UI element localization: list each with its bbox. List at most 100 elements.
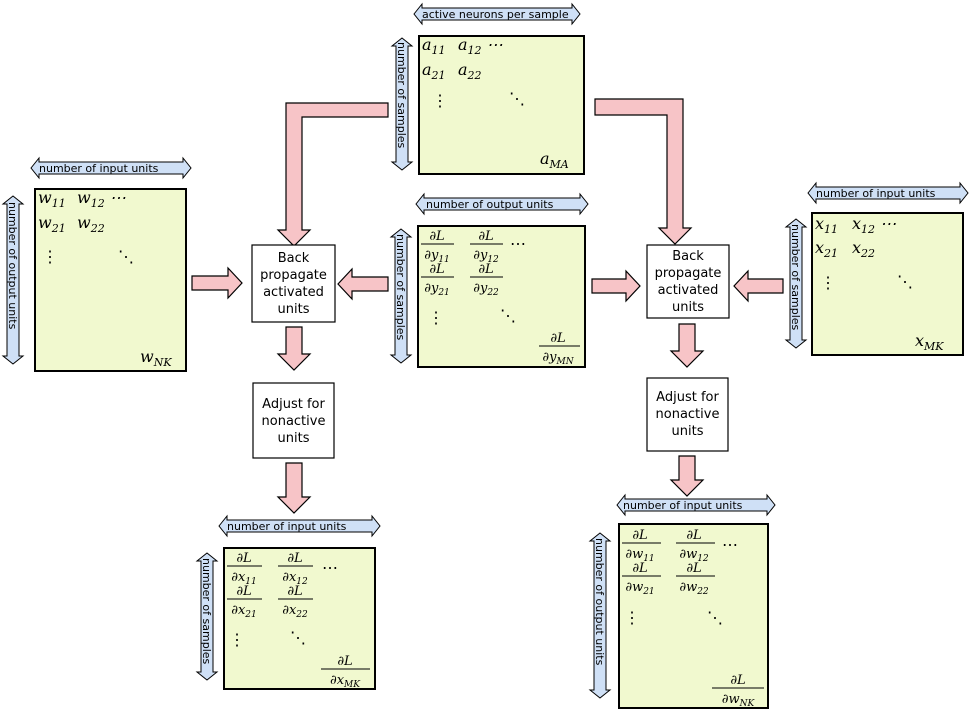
svg-text:⋯: ⋯	[722, 535, 738, 554]
svg-text:∂L: ∂L	[632, 528, 647, 543]
svg-text:∂L: ∂L	[429, 229, 444, 244]
svg-text:number of input units: number of input units	[227, 520, 347, 533]
svg-text:∂wNK: ∂wNK	[722, 692, 756, 709]
dim-arrow-samples-dx: number of samples	[195, 552, 219, 681]
svg-text:x12 ⋯: x12 ⋯	[852, 214, 896, 236]
svg-text:Adjust for: Adjust for	[656, 390, 719, 405]
svg-text:∂y11: ∂y11	[424, 248, 450, 265]
svg-text:Back: Back	[672, 249, 704, 264]
svg-text:⋱: ⋱	[290, 628, 306, 647]
svg-text:number of output units: number of output units	[426, 198, 554, 211]
elbow-arrow-left	[276, 102, 389, 247]
svg-text:propagate: propagate	[260, 268, 327, 283]
svg-text:∂L: ∂L	[478, 262, 493, 277]
svg-text:∂y22: ∂y22	[473, 281, 499, 298]
svg-text:w11: w11	[38, 188, 66, 210]
backprop-box-left: Back propagate activated units	[251, 244, 336, 323]
svg-text:∂w12: ∂w12	[679, 547, 709, 564]
svg-text:∂x21: ∂x21	[231, 603, 257, 620]
svg-text:w21: w21	[38, 213, 66, 235]
svg-text:x22: x22	[852, 238, 875, 260]
svg-text:a21: a21	[422, 60, 446, 82]
arrow-adjust-right-down	[669, 455, 705, 497]
svg-text:units: units	[672, 424, 704, 439]
dim-arrow-output-units-dy: number of output units	[415, 192, 589, 216]
svg-text:∂w22: ∂w22	[679, 580, 709, 597]
svg-text:∂L: ∂L	[686, 561, 701, 576]
svg-text:a12 ⋯: a12 ⋯	[458, 35, 503, 57]
svg-text:∂x22: ∂x22	[282, 603, 308, 620]
svg-text:number of output units: number of output units	[6, 202, 19, 330]
matrix-dl-dx: ∂L ∂x11 ∂L ∂x12 ⋯ ∂L ∂x21 ∂L ∂x22 ⋮ ⋱ ∂L…	[223, 547, 376, 690]
svg-text:number of input units: number of input units	[623, 499, 743, 512]
svg-text:⋯: ⋯	[510, 234, 526, 253]
arrow-x-to-backprop	[733, 269, 784, 303]
svg-text:number of samples: number of samples	[789, 224, 802, 331]
svg-text:⋮: ⋮	[624, 608, 640, 627]
svg-text:∂w11: ∂w11	[625, 547, 654, 564]
svg-text:∂L: ∂L	[550, 331, 565, 346]
svg-text:units: units	[672, 300, 704, 315]
svg-text:∂x11: ∂x11	[231, 570, 257, 587]
svg-text:∂L: ∂L	[287, 551, 302, 566]
svg-text:nonactive: nonactive	[262, 414, 326, 429]
svg-text:Back: Back	[278, 251, 310, 266]
matrix-dl-dw: ∂L ∂w11 ∂L ∂w12 ⋯ ∂L ∂w21 ∂L ∂w22 ⋮ ⋱ ∂L…	[618, 523, 769, 709]
dim-arrow-input-units-dx: number of input units	[218, 514, 381, 538]
svg-text:∂L: ∂L	[730, 673, 745, 688]
dim-arrow-output-units-w: number of output units	[1, 195, 25, 365]
svg-text:∂xMK: ∂xMK	[330, 673, 361, 690]
svg-text:a11: a11	[422, 35, 446, 57]
arrow-backprop-right-down	[669, 323, 705, 368]
svg-text:w22: w22	[77, 213, 105, 235]
svg-text:∂y12: ∂y12	[473, 248, 499, 265]
dim-arrow-input-units-x: number of input units	[807, 181, 969, 205]
svg-text:units: units	[278, 302, 310, 317]
svg-text:⋯: ⋯	[322, 558, 338, 577]
svg-text:∂w21: ∂w21	[625, 580, 654, 597]
svg-text:units: units	[278, 431, 310, 446]
svg-text:x21: x21	[815, 238, 838, 260]
svg-text:∂L: ∂L	[236, 551, 251, 566]
svg-text:active neurons per sample: active neurons per sample	[422, 8, 569, 21]
matrix-w: w11 w12 ⋯ w21 w22 ⋮ ⋱ wNK	[34, 188, 187, 372]
svg-text:number of samples: number of samples	[395, 42, 408, 149]
arrow-adjust-left-down	[276, 462, 312, 514]
svg-text:⋱: ⋱	[897, 272, 913, 291]
svg-text:number of input units: number of input units	[39, 162, 159, 175]
svg-text:∂yMN: ∂yMN	[542, 350, 574, 367]
svg-text:number of samples: number of samples	[394, 234, 407, 341]
dim-arrow-input-units-w: number of input units	[30, 156, 192, 180]
adjust-box-left: Adjust for nonactive units	[252, 382, 335, 459]
svg-text:a22: a22	[458, 60, 482, 82]
backprop-box-right: Back propagate activated units	[646, 244, 730, 319]
svg-text:⋮: ⋮	[820, 273, 836, 292]
svg-text:Adjust for: Adjust for	[262, 397, 325, 412]
svg-text:w12 ⋯: w12 ⋯	[77, 188, 126, 210]
svg-text:propagate: propagate	[655, 266, 722, 281]
svg-text:⋮: ⋮	[428, 308, 444, 327]
svg-text:⋮: ⋮	[229, 630, 245, 649]
svg-text:⋱: ⋱	[707, 608, 723, 627]
svg-text:⋮: ⋮	[42, 247, 58, 266]
svg-text:⋮: ⋮	[432, 91, 448, 110]
dim-arrow-input-units-dw: number of input units	[616, 493, 776, 517]
arrow-dy-to-backprop-left	[337, 267, 389, 301]
svg-text:⋱: ⋱	[509, 89, 525, 108]
arrow-w-to-backprop	[191, 266, 243, 300]
svg-text:wNK: wNK	[140, 347, 172, 369]
svg-text:activated: activated	[263, 285, 324, 300]
dim-arrow-samples-a: number of samples	[390, 37, 414, 171]
matrix-x: x11 x12 ⋯ x21 x22 ⋮ ⋱ xMK	[811, 212, 964, 356]
svg-text:⋱: ⋱	[500, 306, 516, 325]
matrix-a: a11 a12 ⋯ a21 a22 ⋮ ⋱ aMA	[418, 35, 585, 175]
svg-text:x11: x11	[815, 214, 838, 236]
svg-text:∂L: ∂L	[478, 229, 493, 244]
svg-text:∂L: ∂L	[287, 584, 302, 599]
arrow-backprop-left-down	[276, 326, 312, 371]
matrix-dl-dy: ∂L ∂y11 ∂L ∂y12 ⋯ ∂L ∂y21 ∂L ∂y22 ⋮ ⋱ ∂L…	[417, 225, 586, 368]
svg-text:∂L: ∂L	[429, 262, 444, 277]
svg-text:aMA: aMA	[540, 149, 569, 171]
